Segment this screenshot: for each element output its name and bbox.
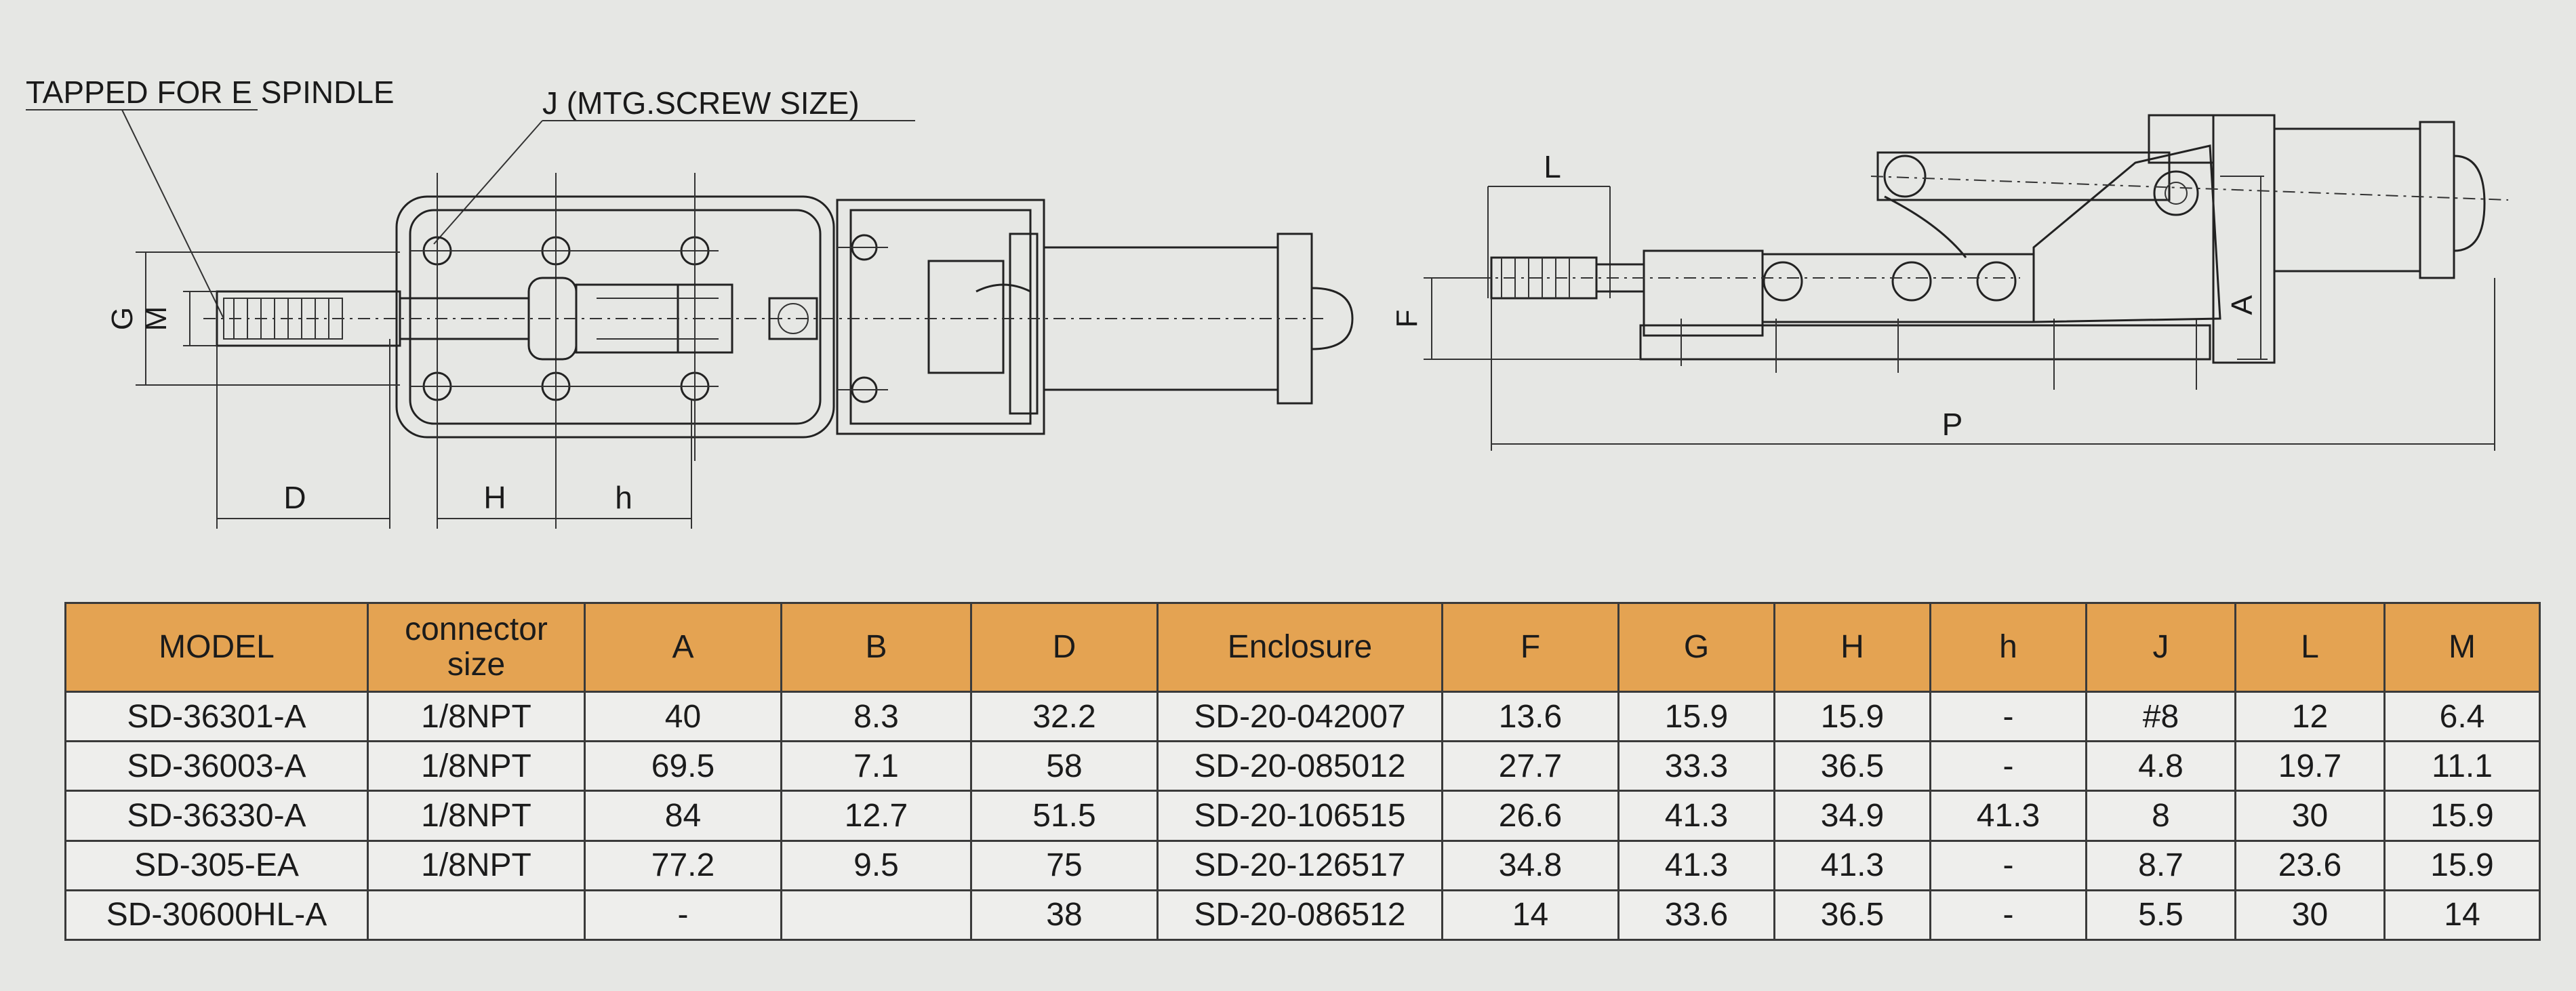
table-cell: 8.7 bbox=[2085, 839, 2236, 891]
table-cell: 14 bbox=[1441, 889, 1619, 942]
specification-table: MODEL connector size A B D Enclosure F G… bbox=[64, 602, 2541, 942]
table-cell: 14 bbox=[2383, 889, 2541, 942]
table-cell: 27.7 bbox=[1441, 740, 1619, 792]
col-header-h: h bbox=[1929, 602, 2087, 693]
col-header-connector-size: connector size bbox=[367, 602, 586, 693]
col-header-G: G bbox=[1617, 602, 1775, 693]
table-cell: 9.5 bbox=[780, 839, 972, 891]
table-cell: 30 bbox=[2234, 790, 2386, 842]
table-cell: 5.5 bbox=[2085, 889, 2236, 942]
table-cell: 15.9 bbox=[1617, 690, 1775, 743]
table-cell: 36.5 bbox=[1773, 889, 1931, 942]
table-cell: SD-20-085012 bbox=[1156, 740, 1443, 792]
table-cell: 15.9 bbox=[1773, 690, 1931, 743]
table-cell: 38 bbox=[970, 889, 1159, 942]
dim-label-L: L bbox=[1544, 149, 1561, 184]
table-cell: 32.2 bbox=[970, 690, 1159, 743]
table-cell: 41.3 bbox=[1617, 839, 1775, 891]
table-cell: 15.9 bbox=[2383, 839, 2541, 891]
table-cell: SD-20-106515 bbox=[1156, 790, 1443, 842]
table-cell: 41.3 bbox=[1929, 790, 2087, 842]
table-cell: SD-36003-A bbox=[64, 740, 369, 792]
table-cell: 34.9 bbox=[1773, 790, 1931, 842]
dim-label-M: M bbox=[140, 306, 173, 331]
col-header-A: A bbox=[584, 602, 782, 693]
dim-label-G: G bbox=[106, 307, 139, 330]
col-header-F: F bbox=[1441, 602, 1619, 693]
table-cell: 4.8 bbox=[2085, 740, 2236, 792]
top-view: TAPPED FOR E SPINDLE J (MTG.SCREW SIZE) bbox=[26, 75, 1354, 529]
table-cell: 36.5 bbox=[1773, 740, 1931, 792]
dim-label-A: A bbox=[2226, 295, 2259, 315]
table-cell: SD-20-126517 bbox=[1156, 839, 1443, 891]
table-cell: 6.4 bbox=[2383, 690, 2541, 743]
table-cell: 77.2 bbox=[584, 839, 782, 891]
col-header-J: J bbox=[2085, 602, 2236, 693]
dim-label-D: D bbox=[283, 480, 306, 515]
table-cell: 41.3 bbox=[1773, 839, 1931, 891]
dim-label-h: h bbox=[615, 480, 632, 515]
table-cell: 26.6 bbox=[1441, 790, 1619, 842]
dim-label-H: H bbox=[483, 480, 506, 515]
col-header-model: MODEL bbox=[64, 602, 369, 693]
table-cell: 1/8NPT bbox=[367, 790, 586, 842]
table-cell: 1/8NPT bbox=[367, 690, 586, 743]
table-cell: SD-36330-A bbox=[64, 790, 369, 842]
dim-label-P: P bbox=[1942, 407, 1963, 442]
side-view: L bbox=[1390, 114, 2509, 451]
table-cell: - bbox=[1929, 740, 2087, 792]
table-row: SD-36301-A 1/8NPT 40 8.3 32.2 SD-20-0420… bbox=[64, 690, 2541, 743]
col-header-M: M bbox=[2383, 602, 2541, 693]
table-cell: 1/8NPT bbox=[367, 839, 586, 891]
table-row: SD-30600HL-A - 38 SD-20-086512 14 33.6 3… bbox=[64, 889, 2541, 942]
table-cell: 12.7 bbox=[780, 790, 972, 842]
table-cell: #8 bbox=[2085, 690, 2236, 743]
table-cell bbox=[780, 889, 972, 942]
table-cell: 12 bbox=[2234, 690, 2386, 743]
table-row: SD-305-EA 1/8NPT 77.2 9.5 75 SD-20-12651… bbox=[64, 839, 2541, 891]
table-cell: 84 bbox=[584, 790, 782, 842]
table-cell: SD-30600HL-A bbox=[64, 889, 369, 942]
table-cell: 23.6 bbox=[2234, 839, 2386, 891]
table-cell: 11.1 bbox=[2383, 740, 2541, 792]
table-cell: 33.3 bbox=[1617, 740, 1775, 792]
table-cell: SD-20-042007 bbox=[1156, 690, 1443, 743]
table-cell: 40 bbox=[584, 690, 782, 743]
table-cell: 15.9 bbox=[2383, 790, 2541, 842]
table-cell: SD-20-086512 bbox=[1156, 889, 1443, 942]
col-header-enclosure: Enclosure bbox=[1156, 602, 1443, 693]
table-cell: SD-36301-A bbox=[64, 690, 369, 743]
table-cell: 7.1 bbox=[780, 740, 972, 792]
table-cell: - bbox=[1929, 889, 2087, 942]
table-cell: - bbox=[1929, 839, 2087, 891]
table-cell: 1/8NPT bbox=[367, 740, 586, 792]
table-cell bbox=[367, 889, 586, 942]
table-header-row: MODEL connector size A B D Enclosure F G… bbox=[64, 602, 2541, 693]
table-cell: 8 bbox=[2085, 790, 2236, 842]
table-cell: 8.3 bbox=[780, 690, 972, 743]
dim-label-F: F bbox=[1390, 310, 1424, 328]
table-cell: - bbox=[1929, 690, 2087, 743]
table-cell: 19.7 bbox=[2234, 740, 2386, 792]
col-header-B: B bbox=[780, 602, 972, 693]
callout-spindle: TAPPED FOR E SPINDLE bbox=[26, 75, 395, 110]
table-cell: 30 bbox=[2234, 889, 2386, 942]
table-cell: 58 bbox=[970, 740, 1159, 792]
table-cell: 33.6 bbox=[1617, 889, 1775, 942]
table-row: SD-36330-A 1/8NPT 84 12.7 51.5 SD-20-106… bbox=[64, 790, 2541, 842]
col-header-H: H bbox=[1773, 602, 1931, 693]
table-cell: - bbox=[584, 889, 782, 942]
table-cell: 13.6 bbox=[1441, 690, 1619, 743]
table-row: SD-36003-A 1/8NPT 69.5 7.1 58 SD-20-0850… bbox=[64, 740, 2541, 792]
table-cell: 69.5 bbox=[584, 740, 782, 792]
col-header-D: D bbox=[970, 602, 1159, 693]
table-cell: 51.5 bbox=[970, 790, 1159, 842]
col-header-L: L bbox=[2234, 602, 2386, 693]
table-cell: 34.8 bbox=[1441, 839, 1619, 891]
table-cell: 41.3 bbox=[1617, 790, 1775, 842]
callout-screw: J (MTG.SCREW SIZE) bbox=[542, 85, 860, 121]
technical-drawing: TAPPED FOR E SPINDLE J (MTG.SCREW SIZE) bbox=[26, 75, 2509, 529]
table-cell: SD-305-EA bbox=[64, 839, 369, 891]
table-cell: 75 bbox=[970, 839, 1159, 891]
